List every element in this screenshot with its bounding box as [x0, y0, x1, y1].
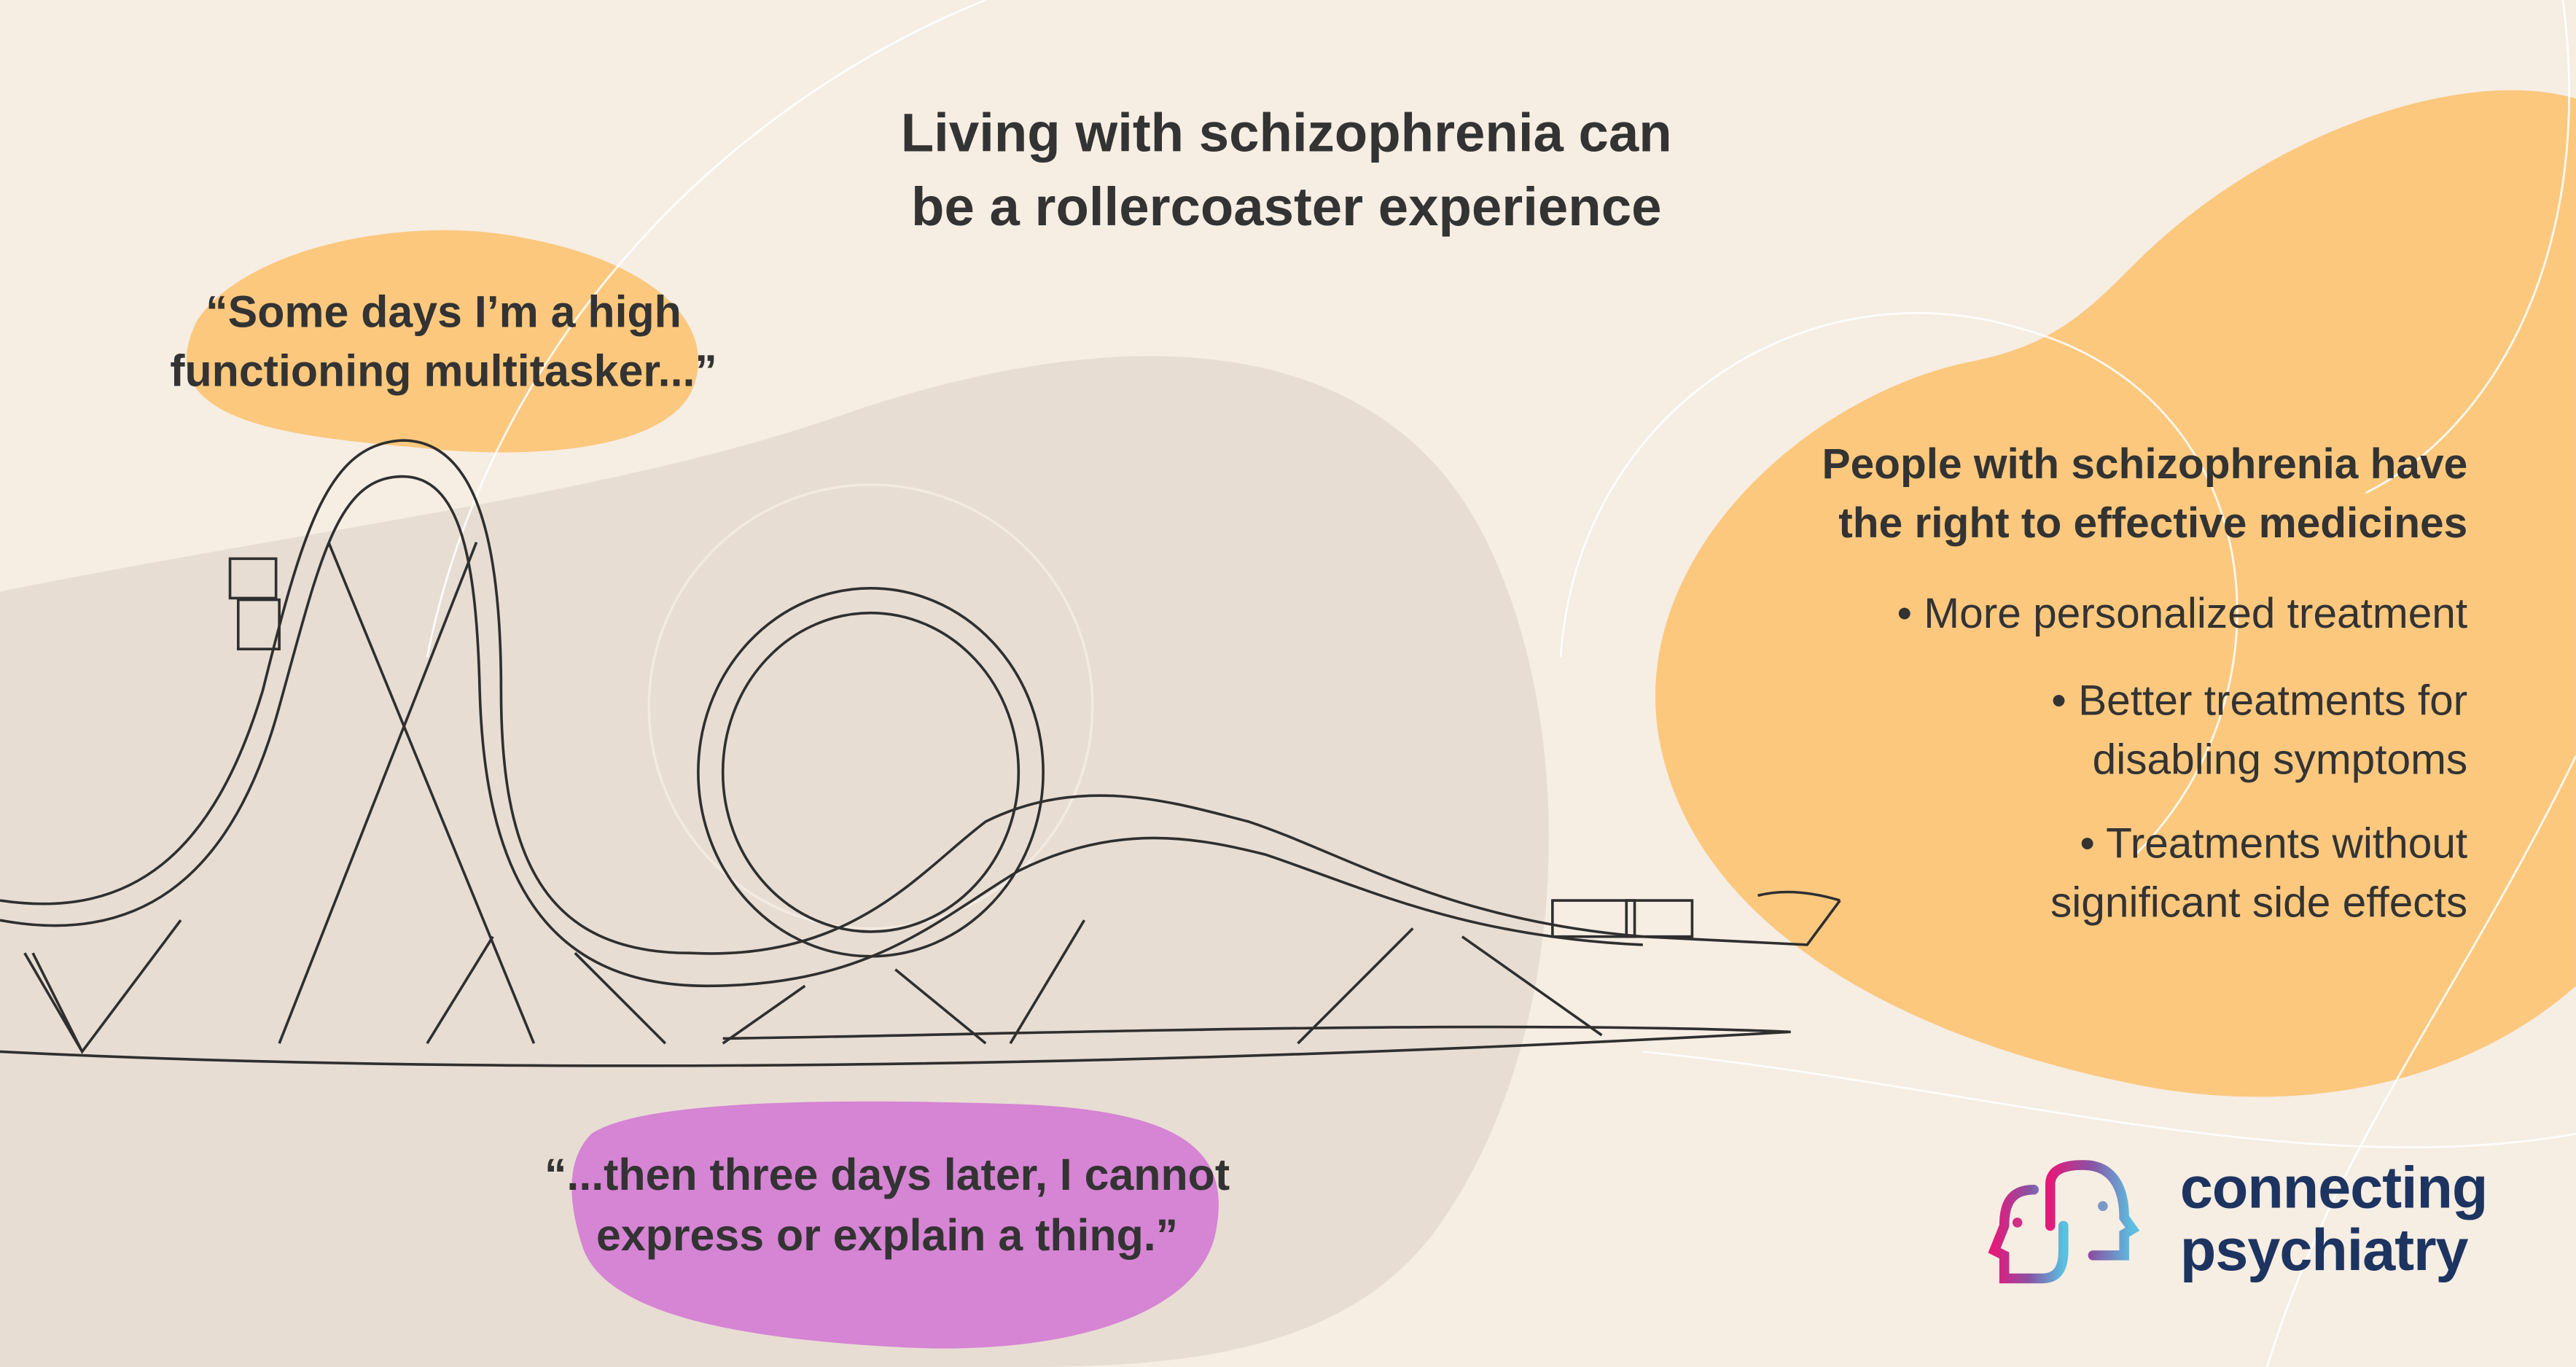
rollercoaster-drawing	[0, 439, 1841, 1067]
orange-blob-quote	[186, 230, 699, 453]
bullet-line: disabling symptoms	[2092, 734, 2468, 784]
rights-heading: People with schizophrenia have the right…	[1709, 434, 2467, 552]
bullet-line: • Treatments without	[2080, 818, 2468, 868]
bullet-side-effects: • Treatments without significant side ef…	[2050, 814, 2467, 932]
deco-circle	[647, 483, 1094, 930]
two-heads-logo-icon	[1988, 1160, 2140, 1284]
rights-heading-line-1: People with schizophrenia have	[1822, 438, 2468, 488]
quote-bottom: “...then three days later, I cannot expr…	[493, 1145, 1281, 1267]
purple-blob-quote	[571, 1101, 1219, 1349]
title-line-1: Living with schizophrenia can	[900, 101, 1672, 163]
decorative-lines	[426, 0, 2576, 1367]
rights-heading-line-2: the right to effective medicines	[1838, 497, 2468, 548]
bullet-line: • More personalized treatment	[1897, 588, 2468, 638]
main-title: Living with schizophrenia can be a rolle…	[723, 96, 1850, 244]
quote-top-line-2: functioning multitasker...”	[170, 346, 717, 397]
orange-blob-right	[1655, 90, 2576, 1097]
bullet-line: significant side effects	[2050, 877, 2468, 927]
quote-bottom-line-2: express or explain a thing.”	[596, 1211, 1179, 1261]
title-line-2: be a rollercoaster experience	[911, 176, 1662, 237]
quote-top: “Some days I’m a high functioning multit…	[98, 283, 789, 401]
quote-top-line-1: “Some days I’m a high	[206, 287, 682, 338]
brand-line-2: psychiatry	[2179, 1215, 2469, 1284]
taupe-blob	[0, 356, 1549, 1367]
bullet-line: • Better treatments for	[2051, 675, 2468, 725]
bullet-personalized: • More personalized treatment	[1897, 583, 2468, 642]
brand-wordmark: connecting psychiatry	[2179, 1153, 2489, 1284]
quote-bottom-line-1: “...then three days later, I cannot	[544, 1150, 1230, 1200]
bullet-disabling-symptoms: • Better treatments for disabling sympto…	[2051, 671, 2467, 789]
brand-line-1: connecting	[2179, 1153, 2489, 1221]
